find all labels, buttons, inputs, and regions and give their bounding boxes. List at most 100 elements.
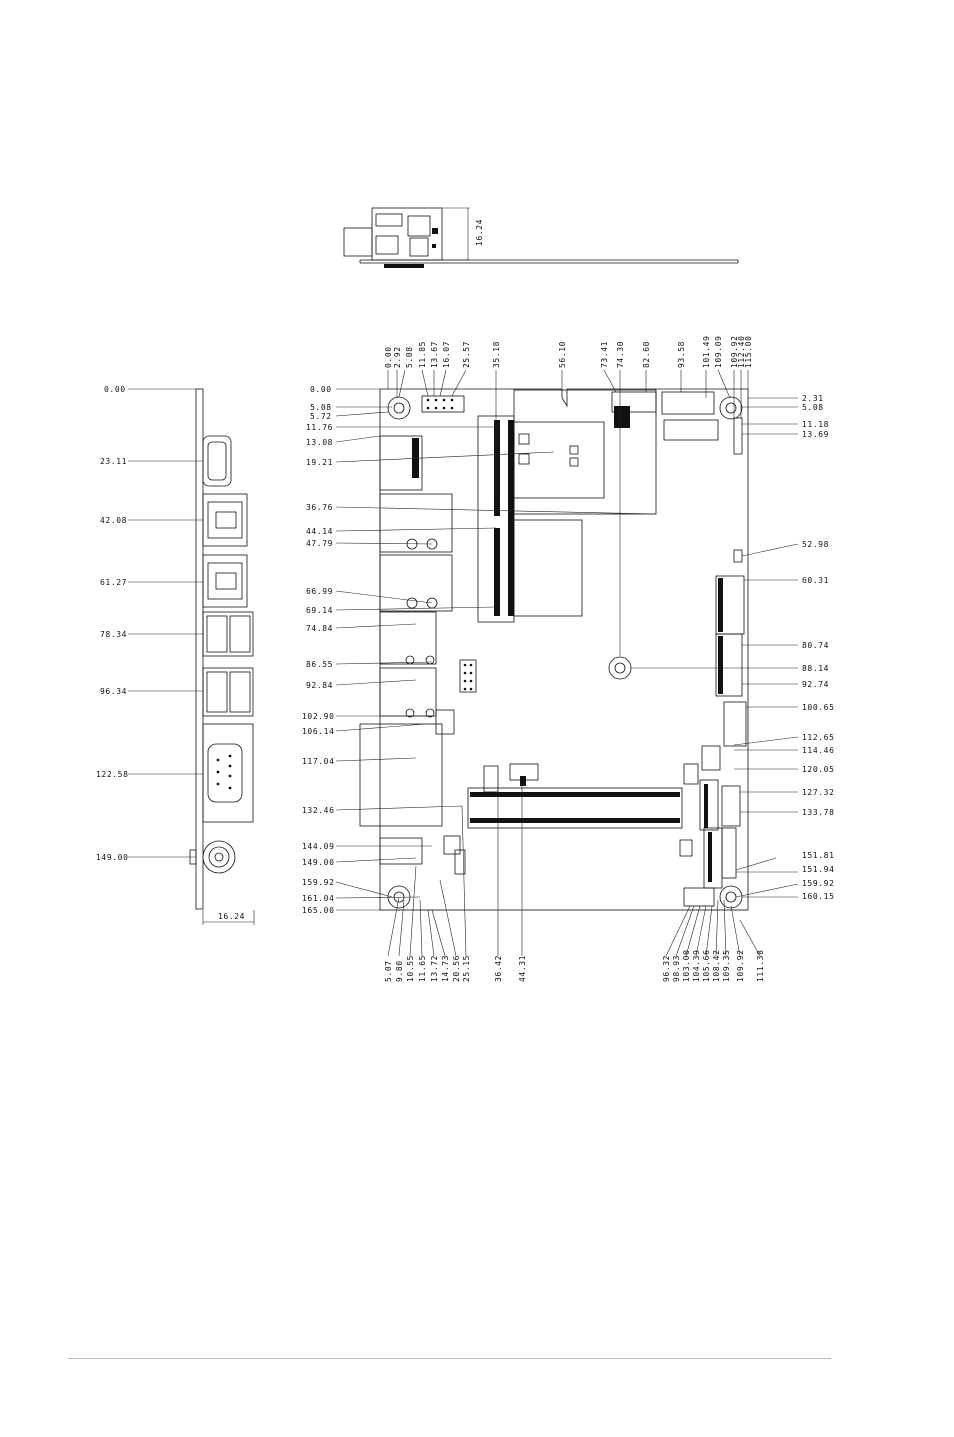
right-dim-label: 112.65 bbox=[802, 733, 835, 742]
board-top-labels: 0.00 2.92 5.08 11.85 13.67 16.07 25.57 3… bbox=[384, 336, 753, 369]
left-dim-label: 19.21 bbox=[306, 458, 333, 467]
bottom-dim-label: 9.80 bbox=[395, 960, 404, 982]
left-dim-label: 13.08 bbox=[306, 438, 333, 447]
bottom-dim-label: 14.73 bbox=[441, 955, 450, 982]
left-dim-label: 117.04 bbox=[302, 757, 335, 766]
top-dim-label: 93.58 bbox=[677, 341, 686, 368]
top-dim-label: 16.07 bbox=[442, 341, 451, 368]
right-dim-label: 60.31 bbox=[802, 576, 829, 585]
bottom-dim-label: 13.72 bbox=[430, 955, 439, 982]
bottom-dim-label: 109.35 bbox=[722, 950, 731, 983]
left-view-width-label: 16.24 bbox=[218, 912, 245, 921]
left-view-label: 122.58 bbox=[96, 770, 129, 779]
right-dim-label: 88.14 bbox=[802, 664, 829, 673]
left-dim-label: 74.84 bbox=[306, 624, 333, 633]
left-dim-label: 165.00 bbox=[302, 906, 335, 915]
left-view-label: 96.34 bbox=[100, 687, 127, 696]
top-dim-label: 2.92 bbox=[393, 346, 402, 368]
board-right-labels: 2.31 5.08 11.18 13.69 52.98 60.31 80.74 … bbox=[802, 394, 835, 901]
left-dim-label: 86.55 bbox=[306, 660, 333, 669]
right-dim-label: 151.94 bbox=[802, 865, 835, 874]
left-dim-label: 11.76 bbox=[306, 423, 333, 432]
left-dim-label: 44.14 bbox=[306, 527, 333, 536]
footer-rule bbox=[68, 1358, 831, 1359]
left-dim-label: 0.00 bbox=[310, 385, 332, 394]
board-dimension-lines bbox=[335, 369, 799, 957]
right-dim-label: 13.69 bbox=[802, 430, 829, 439]
bottom-dim-label: 108.42 bbox=[712, 950, 721, 983]
right-dim-label: 114.46 bbox=[802, 746, 835, 755]
left-view-label: 42.08 bbox=[100, 516, 127, 525]
left-dim-label: 159.92 bbox=[302, 878, 335, 887]
left-dim-label: 66.99 bbox=[306, 587, 333, 596]
left-dim-label: 69.14 bbox=[306, 606, 333, 615]
top-dim-label: 82.60 bbox=[642, 341, 651, 368]
left-io-view bbox=[189, 388, 255, 925]
left-dim-label: 161.04 bbox=[302, 894, 335, 903]
left-view-labels: 0.00 23.11 42.08 61.27 78.34 96.34 122.5… bbox=[96, 385, 245, 921]
bottom-dim-label: 109.92 bbox=[736, 950, 745, 983]
bottom-dim-label: 10.55 bbox=[406, 955, 415, 982]
left-dim-label: 5.72 bbox=[310, 412, 332, 421]
bottom-dim-label: 105.66 bbox=[702, 950, 711, 983]
bottom-dim-label: 44.31 bbox=[518, 955, 527, 982]
side-height-label: 16.24 bbox=[475, 219, 484, 246]
left-dim-label: 144.09 bbox=[302, 842, 335, 851]
right-dim-label: 5.08 bbox=[802, 403, 824, 412]
bottom-dim-label: 111.38 bbox=[756, 950, 765, 983]
bottom-dim-label: 98.93 bbox=[672, 955, 681, 982]
bottom-dim-label: 36.42 bbox=[494, 955, 503, 982]
bottom-dim-label: 11.65 bbox=[418, 955, 427, 982]
left-dim-label: 106.14 bbox=[302, 727, 335, 736]
board-left-labels: 0.00 5.08 5.72 11.76 13.08 19.21 36.76 4… bbox=[302, 385, 335, 915]
side-view: 16.24 bbox=[343, 207, 739, 268]
right-dim-label: 80.74 bbox=[802, 641, 829, 650]
right-dim-label: 100.65 bbox=[802, 703, 835, 712]
left-dim-label: 149.00 bbox=[302, 858, 335, 867]
top-dim-label: 115.00 bbox=[744, 336, 753, 369]
right-dim-label: 160.15 bbox=[802, 892, 835, 901]
top-dim-label: 0.00 bbox=[384, 346, 393, 368]
top-dim-label: 74.30 bbox=[616, 341, 625, 368]
top-dim-label: 56.10 bbox=[558, 341, 567, 368]
top-dim-label: 11.85 bbox=[418, 341, 427, 368]
bottom-dim-label: 20.56 bbox=[452, 955, 461, 982]
right-dim-label: 120.05 bbox=[802, 765, 835, 774]
right-dim-label: 11.18 bbox=[802, 420, 829, 429]
top-dim-label: 25.57 bbox=[462, 341, 471, 368]
left-view-label: 78.34 bbox=[100, 630, 127, 639]
left-view-label: 61.27 bbox=[100, 578, 127, 587]
right-dim-label: 2.31 bbox=[802, 394, 824, 403]
bottom-dim-label: 104.39 bbox=[692, 950, 701, 983]
top-dim-label: 109.92 bbox=[730, 336, 739, 369]
right-dim-label: 151.81 bbox=[802, 851, 835, 860]
board-bottom-labels: 5.07 9.80 10.55 11.65 13.72 14.73 20.56 … bbox=[384, 950, 765, 983]
right-dim-label: 127.32 bbox=[802, 788, 835, 797]
top-dim-label: 101.49 bbox=[702, 336, 711, 369]
top-dim-label: 5.08 bbox=[405, 346, 414, 368]
left-dim-label: 92.84 bbox=[306, 681, 333, 690]
top-dim-label: 13.67 bbox=[430, 341, 439, 368]
left-dim-label: 102.90 bbox=[302, 712, 335, 721]
board-components bbox=[359, 389, 747, 907]
right-dim-label: 159.92 bbox=[802, 879, 835, 888]
board-outline bbox=[379, 388, 749, 911]
bottom-dim-label: 103.00 bbox=[682, 950, 691, 983]
left-dim-label: 47.79 bbox=[306, 539, 333, 548]
right-dim-label: 133.78 bbox=[802, 808, 835, 817]
bottom-dim-label: 5.07 bbox=[384, 960, 393, 982]
top-dim-label: 109.09 bbox=[714, 336, 723, 369]
left-dim-label: 132.46 bbox=[302, 806, 335, 815]
left-view-label: 23.11 bbox=[100, 457, 127, 466]
bottom-dim-label: 25.15 bbox=[462, 955, 471, 982]
bottom-dim-label: 96.32 bbox=[662, 955, 671, 982]
left-view-label: 149.00 bbox=[96, 853, 129, 862]
top-dim-label: 35.18 bbox=[492, 341, 501, 368]
right-dim-label: 92.74 bbox=[802, 680, 829, 689]
left-dim-label: 36.76 bbox=[306, 503, 333, 512]
right-dim-label: 52.98 bbox=[802, 540, 829, 549]
top-dim-label: 73.41 bbox=[600, 341, 609, 368]
left-dim-label: 5.08 bbox=[310, 403, 332, 412]
left-view-label: 0.00 bbox=[104, 385, 126, 394]
